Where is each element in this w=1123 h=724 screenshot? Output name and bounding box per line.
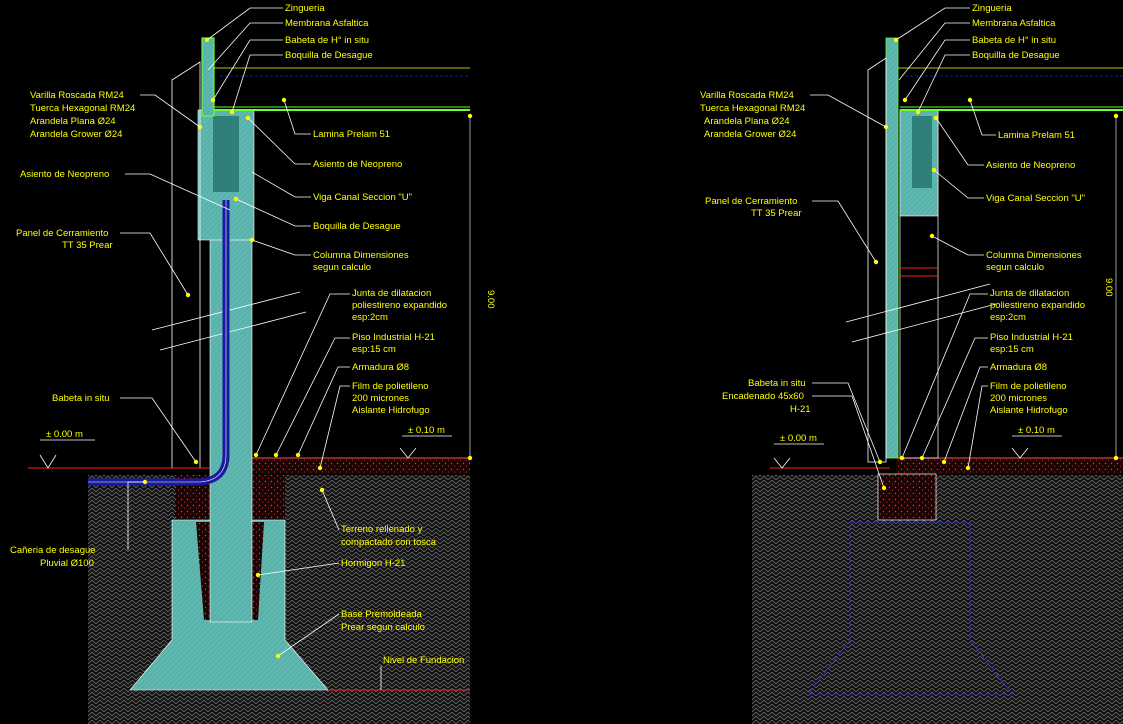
svg-text:Film de polietileno: Film de polietileno [990, 381, 1067, 392]
right-grade-beam [877, 473, 937, 521]
svg-text:esp:15 cm: esp:15 cm [990, 344, 1034, 355]
svg-text:esp:2cm: esp:2cm [352, 312, 388, 323]
svg-text:200 micrones: 200 micrones [352, 393, 409, 404]
left-leaders-left [120, 94, 231, 550]
right-channel-void [912, 116, 932, 188]
svg-text:Armadura Ø8: Armadura Ø8 [990, 362, 1047, 373]
svg-text:Junta de dilatacion: Junta de dilatacion [352, 288, 431, 299]
svg-text:Membrana Asfaltica: Membrana Asfaltica [972, 18, 1056, 29]
svg-text:TT 35 Prear: TT 35 Prear [62, 240, 113, 251]
svg-text:Nivel de Fundacion: Nivel de Fundacion [383, 655, 464, 666]
left-drain-pipe-edge [88, 200, 227, 483]
svg-text:Lamina Prelam 51: Lamina Prelam 51 [998, 130, 1075, 141]
svg-text:Arandela Grower Ø24: Arandela Grower Ø24 [30, 129, 122, 140]
left-leaders-right [206, 7, 382, 690]
svg-text:segun calculo: segun calculo [986, 262, 1044, 273]
svg-text:poliestireno expandido: poliestireno expandido [352, 300, 447, 311]
svg-text:Arandela Grower Ø24: Arandela Grower Ø24 [704, 129, 796, 140]
svg-text:Varilla Roscada RM24: Varilla Roscada RM24 [30, 90, 124, 101]
svg-text:Tuerca Hexagonal RM24: Tuerca Hexagonal RM24 [30, 103, 135, 114]
svg-text:Cañeria de desague: Cañeria de desague [10, 545, 96, 556]
svg-text:Babeta de H° in situ: Babeta de H° in situ [972, 35, 1056, 46]
svg-text:compactado con tosca: compactado con tosca [341, 537, 437, 548]
svg-text:Encadenado 45x60: Encadenado 45x60 [722, 391, 804, 402]
svg-text:Tuerca Hexagonal RM24: Tuerca Hexagonal RM24 [700, 103, 805, 114]
left-enclosure-panel [171, 61, 201, 469]
left-socket-fill-2 [252, 522, 264, 620]
left-level-10: ± 0.10 m [408, 425, 445, 436]
left-parapet [201, 37, 215, 117]
right-height-dim-text: 9.00 [1103, 278, 1114, 297]
svg-text:Piso Industrial H-21: Piso Industrial H-21 [352, 332, 435, 343]
svg-text:Aislante Hidrofugo: Aislante Hidrofugo [990, 405, 1068, 416]
left-channel-void [213, 116, 239, 192]
left-level-00: ± 0.00 m [46, 429, 83, 440]
svg-text:Asiento de Neopreno: Asiento de Neopreno [313, 159, 402, 170]
svg-text:Asiento de Neopreno: Asiento de Neopreno [986, 160, 1075, 171]
svg-text:Babeta in situ: Babeta in situ [748, 378, 806, 389]
svg-text:Base Premoldeada: Base Premoldeada [341, 609, 423, 620]
svg-text:Boquilla de Desague: Boquilla de Desague [972, 50, 1060, 61]
left-socket-fill [196, 522, 210, 620]
right-leader-dots [873, 38, 1119, 491]
svg-text:TT 35 Prear: TT 35 Prear [751, 208, 802, 219]
left-labels-left: Varilla Roscada RM24 Tuerca Hexagonal RM… [10, 90, 135, 569]
svg-text:Columna Dimensiones: Columna Dimensiones [986, 250, 1082, 261]
left-height-dim-text: 9.00 [485, 290, 496, 309]
right-labels-left: Varilla Roscada RM24 Tuerca Hexagonal RM… [700, 90, 811, 415]
svg-text:Columna Dimensiones: Columna Dimensiones [313, 250, 409, 261]
svg-text:esp:2cm: esp:2cm [990, 312, 1026, 323]
svg-text:Viga Canal Seccion "U": Viga Canal Seccion "U" [986, 193, 1085, 204]
right-level-00: ± 0.00 m [780, 433, 817, 444]
right-labels-right: Zingueria Membrana Asfaltica Babeta de H… [972, 3, 1085, 416]
left-detail: 9.00 ± 0.00 m ± 0.10 m Zingueria Membran… [10, 3, 496, 724]
svg-text:Aislante Hidrofugo: Aislante Hidrofugo [352, 405, 430, 416]
svg-text:Terreno rellenado y: Terreno rellenado y [341, 524, 423, 535]
svg-text:Varilla Roscada RM24: Varilla Roscada RM24 [700, 90, 794, 101]
svg-text:Pluvial Ø100: Pluvial Ø100 [40, 558, 94, 569]
svg-text:Zingueria: Zingueria [972, 3, 1012, 14]
right-leaders-right [895, 7, 996, 469]
svg-text:Zingueria: Zingueria [285, 3, 325, 14]
svg-text:Viga Canal Seccion "U": Viga Canal Seccion "U" [313, 192, 412, 203]
svg-text:Prear segun calculo: Prear segun calculo [341, 622, 425, 633]
svg-text:Babeta de H° in situ: Babeta de H° in situ [285, 35, 369, 46]
svg-text:Panel de Cerramiento: Panel de Cerramiento [16, 228, 108, 239]
svg-text:Panel de Cerramiento: Panel de Cerramiento [705, 196, 797, 207]
right-panel-cut [845, 283, 997, 343]
svg-text:Piso Industrial H-21: Piso Industrial H-21 [990, 332, 1073, 343]
left-floor-slab [252, 458, 470, 474]
svg-text:poliestireno expandido: poliestireno expandido [990, 300, 1085, 311]
right-leaders-left [810, 94, 887, 489]
right-floor-slab [896, 458, 1123, 474]
svg-text:Arandela Plana Ø24: Arandela Plana Ø24 [30, 116, 116, 127]
right-detail: 9.00 ± 0.00 m ± 0.10 m Zingueria Membran… [700, 3, 1123, 724]
svg-text:Babeta in situ: Babeta in situ [52, 393, 110, 404]
left-labels-right: Zingueria Membrana Asfaltica Babeta de H… [285, 3, 464, 666]
right-level-10: ± 0.10 m [1018, 425, 1055, 436]
svg-text:segun calculo: segun calculo [313, 262, 371, 273]
right-panel [885, 37, 899, 459]
svg-text:H-21: H-21 [790, 404, 811, 415]
svg-text:Membrana Asfaltica: Membrana Asfaltica [285, 18, 369, 29]
right-panel-outline [867, 57, 887, 463]
svg-text:Film de polietileno: Film de polietileno [352, 381, 429, 392]
svg-text:Arandela Plana Ø24: Arandela Plana Ø24 [704, 116, 790, 127]
svg-text:Armadura Ø8: Armadura Ø8 [352, 362, 409, 373]
svg-text:Asiento de Neopreno: Asiento de Neopreno [20, 169, 109, 180]
svg-text:Junta de dilatacion: Junta de dilatacion [990, 288, 1069, 299]
svg-text:200 micrones: 200 micrones [990, 393, 1047, 404]
svg-text:Lamina Prelam 51: Lamina Prelam 51 [313, 129, 390, 140]
svg-text:Boquilla de Desague: Boquilla de Desague [313, 221, 401, 232]
svg-text:esp:15 cm: esp:15 cm [352, 344, 396, 355]
right-foundation-outline [806, 521, 1014, 695]
svg-text:Hormigon H-21: Hormigon H-21 [341, 558, 405, 569]
right-soil [752, 475, 1123, 724]
svg-text:Boquilla de Desague: Boquilla de Desague [285, 50, 373, 61]
